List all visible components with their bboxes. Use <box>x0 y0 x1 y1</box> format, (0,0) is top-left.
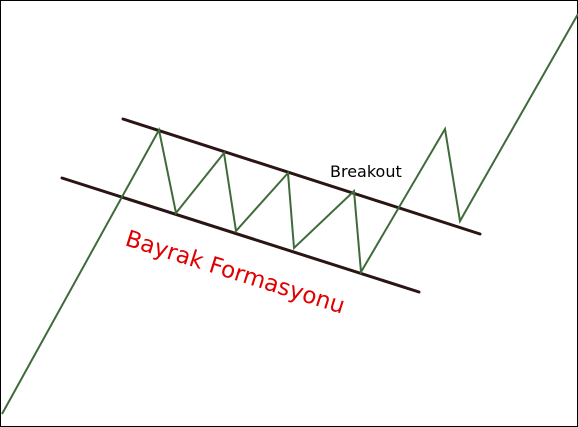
price-path-line <box>1 13 578 415</box>
upper-channel-line <box>121 117 482 236</box>
breakout-label: Breakout <box>330 162 402 181</box>
pattern-name-label: Bayrak Formasyonu <box>122 226 348 320</box>
